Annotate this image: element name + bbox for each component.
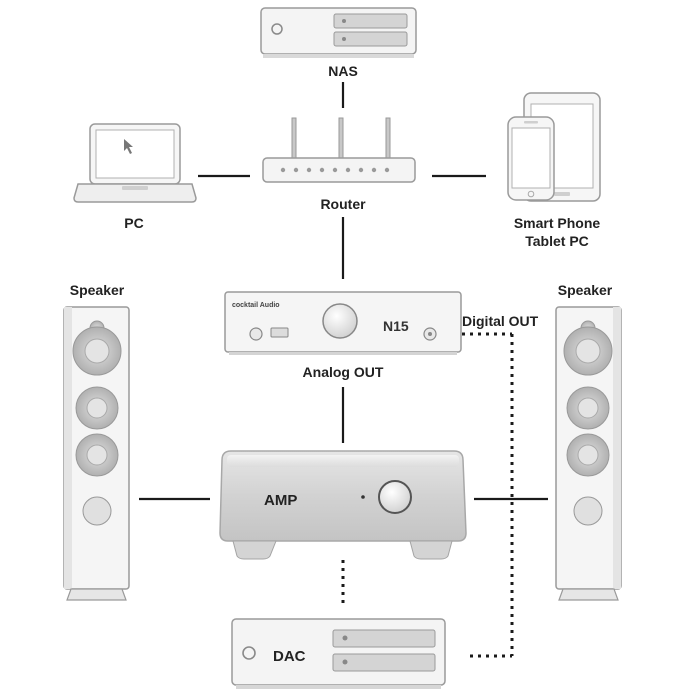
dac-device [231,618,446,689]
dac-bay-2 [332,653,436,672]
laptop-icon [73,123,197,203]
amp-foot-left [232,540,277,560]
amp-label: AMP [264,492,297,509]
phone-label-line1: Smart Phone [513,215,601,231]
router-antenna-2 [338,117,344,163]
amp-indicator-dot [361,495,365,499]
amp-volume-knob [378,480,412,514]
router-antenna-1 [291,117,297,163]
speaker-right-port [573,496,603,526]
speaker-left-label: Speaker [69,282,125,298]
router-device [262,117,416,183]
dac-label: DAC [273,648,306,665]
speaker-right-label: Speaker [557,282,613,298]
nas-bay-1 [333,13,408,29]
amp-foot-right [409,540,453,560]
n15-usb-port [270,327,289,338]
amp-device [219,450,467,560]
phone-label-line2: Tablet PC [525,233,589,249]
cursor-icon [124,139,133,154]
router-label: Router [320,196,366,212]
nas-label: NAS [328,63,358,79]
n15-volume-knob [322,303,358,339]
router-antenna-3 [385,117,391,163]
nas-device [260,7,417,58]
speaker-right [555,306,622,601]
n15-brand-logo: cocktail Audio [232,302,280,309]
dac-bay-1 [332,629,436,648]
speaker-left [63,306,130,601]
smartphone-icon [507,116,555,201]
connections [139,82,548,501]
analog-out-label: Analog OUT [302,364,384,380]
nas-bay-2 [333,31,408,47]
router-leds [280,167,390,173]
n15-power-button [249,327,263,341]
speaker-left-port [82,496,112,526]
nas-power-icon [271,23,283,35]
n15-model-label: N15 [383,318,409,334]
digital-out-label: Digital OUT [462,313,539,329]
dotted-connections [341,332,514,658]
pc-label: PC [124,215,144,231]
n15-device: cocktail Audio N15 [224,291,462,355]
dac-power-icon [242,646,256,660]
